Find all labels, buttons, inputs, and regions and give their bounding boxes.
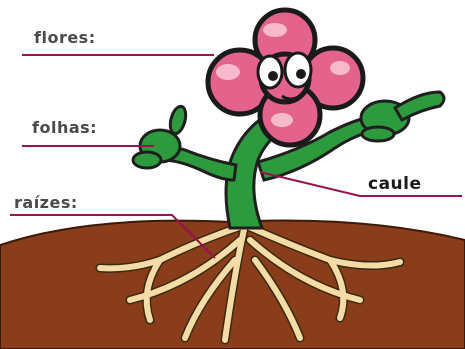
right-leaf-hand bbox=[361, 92, 444, 141]
label-flores: flores: bbox=[34, 28, 96, 47]
caule-leader-line bbox=[260, 172, 462, 196]
label-folhas: folhas: bbox=[32, 118, 97, 137]
label-raizes: raízes: bbox=[14, 193, 78, 212]
label-caule: caule bbox=[368, 174, 422, 194]
